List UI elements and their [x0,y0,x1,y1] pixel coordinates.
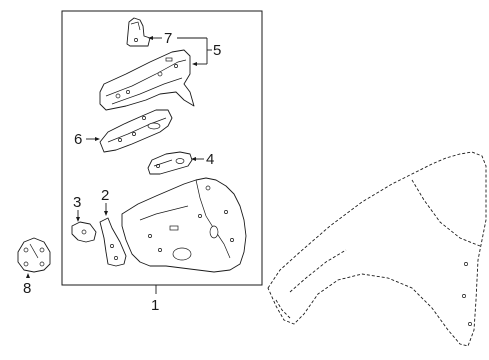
part-1-wheelhouse[interactable] [121,177,247,273]
callout-1[interactable]: 1 [151,285,159,314]
callout-8[interactable]: 8 [23,273,31,297]
part-5-upper-apron[interactable] [99,49,195,111]
callout-4-label: 4 [206,151,214,168]
part-8-mount[interactable] [17,237,51,273]
callout-3[interactable]: 3 [73,194,81,222]
callout-2[interactable]: 2 [101,187,109,216]
part-6-reinforcement[interactable] [99,109,173,153]
callout-7[interactable]: 7 [148,30,207,47]
callout-6-label: 6 [74,131,82,148]
callout-3-label: 3 [73,194,81,211]
callout-1-label: 1 [151,297,159,314]
callout-8-label: 8 [23,280,31,297]
callout-5-label: 5 [213,42,221,59]
part-2-bracket[interactable] [99,217,127,267]
front-fender [267,151,487,347]
callout-4[interactable]: 4 [191,151,214,168]
callout-2-label: 2 [101,187,109,204]
assembly-frame [61,10,263,286]
callout-7-label: 7 [164,30,172,47]
part-7-bracket[interactable] [126,17,151,47]
callout-5[interactable]: 5 [192,38,221,66]
part-3-clip[interactable] [71,221,97,243]
part-4-gusset[interactable] [147,151,193,175]
callout-6[interactable]: 6 [74,131,100,148]
